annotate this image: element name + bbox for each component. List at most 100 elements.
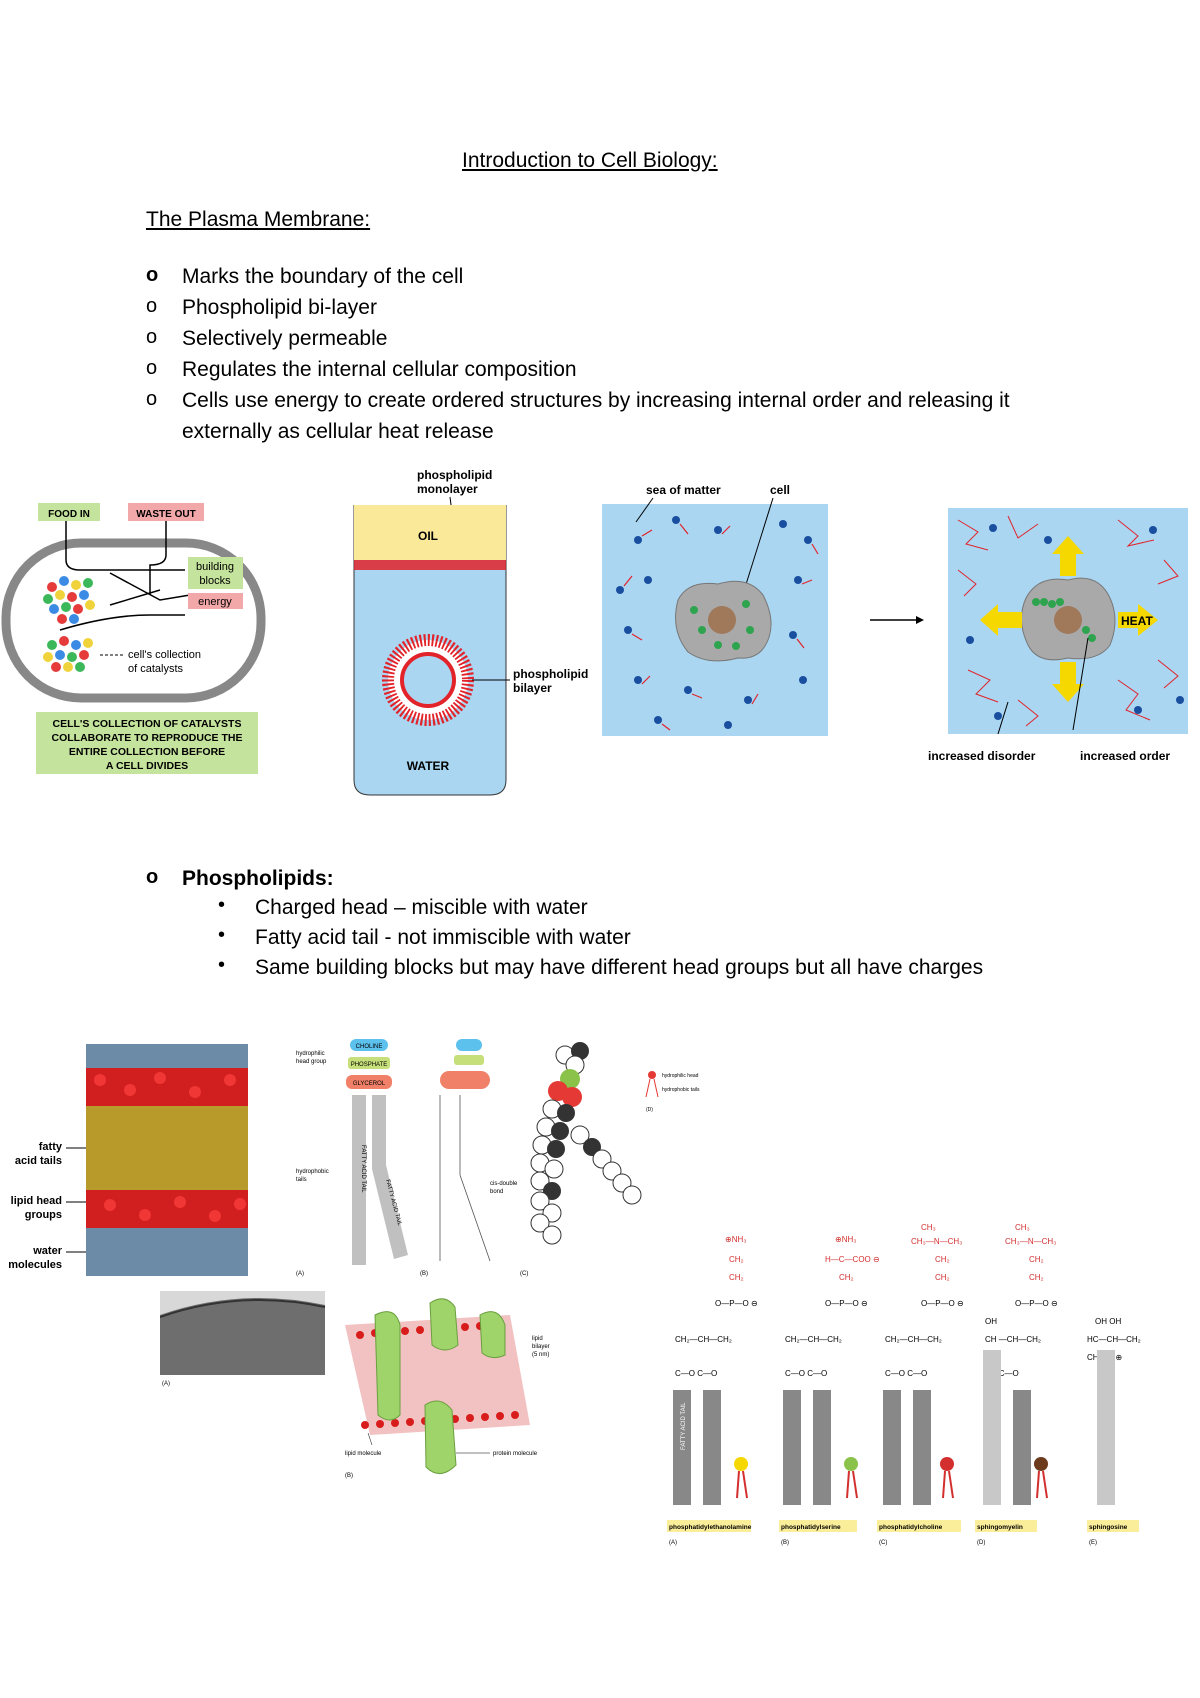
head-label-1: lipid head <box>11 1195 62 1207</box>
food-in-label: FOOD IN <box>48 509 90 520</box>
blocks-label: blocks <box>199 575 231 587</box>
disorder-paths <box>957 515 1179 727</box>
caption-line-1: CELL'S COLLECTION OF CATALYSTS <box>53 718 242 730</box>
phosphatidylethanolamine-label: phosphatidylethanolamine <box>669 1524 752 1531</box>
catalysts-label-1: cell's collection <box>128 649 201 661</box>
svg-text:O—P—O ⊖: O—P—O ⊖ <box>825 1299 868 1308</box>
water-label-1: water <box>32 1245 62 1257</box>
sphingomyelin-label: sphingomyelin <box>977 1524 1023 1531</box>
svg-text:CH₃: CH₃ <box>1015 1223 1030 1232</box>
bullet-icon: o <box>146 264 159 286</box>
letter-b: (B) <box>781 1540 789 1546</box>
caption-line-4: A CELL DIVIDES <box>106 760 188 772</box>
svg-text:O—P—O ⊖: O—P—O ⊖ <box>1015 1299 1058 1308</box>
hydrophilic-label-2: head group <box>296 1059 327 1065</box>
bullet-icon: o <box>146 357 158 379</box>
svg-text:HC—CH—CH₂: HC—CH—CH₂ <box>1087 1335 1141 1344</box>
bullet-icon: • <box>218 954 226 976</box>
monolayer <box>354 560 506 570</box>
panel-b-label: (B) <box>420 1271 428 1277</box>
cell-label: cell <box>770 483 790 497</box>
catalysts-label-2: of catalysts <box>128 663 184 675</box>
catalyst-dots-bottom <box>43 636 93 672</box>
motion-arrows <box>623 523 819 731</box>
energy-label: energy <box>198 596 232 608</box>
svg-text:H—C—COO ⊖: H—C—COO ⊖ <box>825 1255 880 1264</box>
letter-a: (A) <box>669 1540 677 1546</box>
head-label-2: groups <box>25 1209 62 1221</box>
letter-d: (D) <box>977 1540 985 1546</box>
oil-label: OIL <box>418 529 438 543</box>
heat-label: HEAT <box>1121 614 1153 628</box>
phosphatidylcholine-label: phosphatidylcholine <box>879 1524 943 1531</box>
legend-head-label: hydrophilic head <box>662 1073 699 1079</box>
bilayer-label-2: bilayer <box>513 681 552 695</box>
panel-d-label: (D) <box>646 1107 653 1113</box>
svg-text:CH₂: CH₂ <box>1029 1273 1044 1282</box>
heat-arrow-down <box>1052 662 1084 702</box>
bullet-icon: o <box>146 295 158 317</box>
svg-text:O—P—O ⊖: O—P—O ⊖ <box>921 1299 964 1308</box>
tail-2 <box>372 1095 408 1259</box>
water-label-2: molecules <box>8 1259 62 1271</box>
figure-bilayer-simulation: fatty acid tails lipid head groups water… <box>0 1040 260 1285</box>
tail1-label: FATTY ACID TAIL <box>360 1145 366 1193</box>
svg-text:O—P—O ⊖: O—P—O ⊖ <box>715 1299 758 1308</box>
panel-a-label: (A) <box>296 1271 304 1277</box>
choline-label: CHOLINE <box>356 1044 383 1050</box>
order-label: increased order <box>1080 749 1170 763</box>
svg-text:CH₂: CH₂ <box>729 1255 744 1264</box>
figure-membrane-3d: (A) lipid bilayer (5 nm) lipid molecule … <box>160 1285 580 1485</box>
section-heading-plasma-membrane: The Plasma Membrane: <box>146 208 371 231</box>
glycerol-label: GLYCEROL <box>353 1081 386 1087</box>
heat-arrow-right <box>1118 604 1158 636</box>
figure-order-disorder: sea of matter cell HEAT <box>598 480 1198 790</box>
svg-text:OH: OH <box>985 1317 997 1326</box>
lipid-molecule-label: lipid molecule <box>345 1451 382 1457</box>
svg-text:CH₂: CH₂ <box>935 1273 950 1282</box>
monolayer-label-1: phospholipid <box>417 468 492 482</box>
oil-layer <box>354 505 506 560</box>
lipid-bilayer-label-2: bilayer <box>532 1344 550 1350</box>
head-group-d: CH₃ CH₃—N—CH₃ CH₂ CH₂ O—P—O ⊖ OH CH —CH—… <box>983 1223 1058 1505</box>
section-heading-phospholipids: Phospholipids: <box>182 867 334 890</box>
page-title: Introduction to Cell Biology: <box>462 149 718 172</box>
svg-text:CH₂: CH₂ <box>1029 1255 1044 1264</box>
figure-cell-catalysts: FOOD IN WASTE OUT building blocks energy… <box>0 495 268 785</box>
hydrophilic-label-1: hydrophilic <box>296 1051 325 1057</box>
head-group-a: ⊕NH₃ CH₂ CH₂ O—P—O ⊖ CH₂—CH—CH₂ C—O C—O … <box>673 1235 758 1505</box>
cis-label-1: cis-double <box>490 1181 518 1187</box>
caption-line-3: ENTIRE COLLECTION BEFORE <box>69 746 225 758</box>
space-filling-model <box>530 1042 642 1245</box>
legend-tail-label: hydrophobic tails <box>662 1087 700 1093</box>
svg-text:OH OH: OH OH <box>1095 1317 1121 1326</box>
tail-1 <box>352 1095 366 1265</box>
figure-head-groups: ⊕NH₃ CH₂ CH₂ O—P—O ⊖ CH₂—CH—CH₂ C—O C—O … <box>655 1220 1195 1565</box>
bullet-icon: o <box>146 326 158 348</box>
cis-label-2: bond <box>490 1189 503 1195</box>
svg-text:CH₂: CH₂ <box>935 1255 950 1264</box>
protein-molecule-label: protein molecule <box>493 1451 538 1457</box>
list-item: Marks the boundary of the cell <box>182 265 464 288</box>
fatty-label-2: acid tails <box>15 1155 62 1167</box>
svg-text:CH₂: CH₂ <box>729 1273 744 1282</box>
list-item: Regulates the internal cellular composit… <box>182 358 577 381</box>
list-item: Same building blocks but may have differ… <box>255 956 984 979</box>
svg-text:CH C—O: CH C—O <box>985 1369 1019 1378</box>
svg-text:CH₂—CH—CH₂: CH₂—CH—CH₂ <box>785 1335 842 1344</box>
waste-out-label: WASTE OUT <box>136 509 195 520</box>
sea-label: sea of matter <box>646 483 721 497</box>
tail-label: FATTY ACID TAIL <box>681 1402 687 1450</box>
svg-text:C—O C—O: C—O C—O <box>885 1369 927 1378</box>
head-group-c: CH₃ CH₃—N—CH₃ CH₂ CH₂ O—P—O ⊖ CH₂—CH—CH₂… <box>883 1223 964 1505</box>
protein-molecule <box>374 1311 401 1421</box>
svg-text:CH₂—CH—CH₂: CH₂—CH—CH₂ <box>675 1335 732 1344</box>
heat-arrow-left <box>980 604 1022 636</box>
panel-b-label: (B) <box>345 1473 353 1479</box>
heat-arrow-up <box>1052 536 1084 576</box>
letter-c: (C) <box>879 1540 887 1546</box>
svg-text:CH —CH—CH₂: CH —CH—CH₂ <box>985 1335 1041 1344</box>
fatty-label-1: fatty <box>39 1141 63 1153</box>
hydrophobic-label-1: hydrophobic <box>296 1169 329 1175</box>
panel-a-label: (A) <box>162 1381 170 1387</box>
